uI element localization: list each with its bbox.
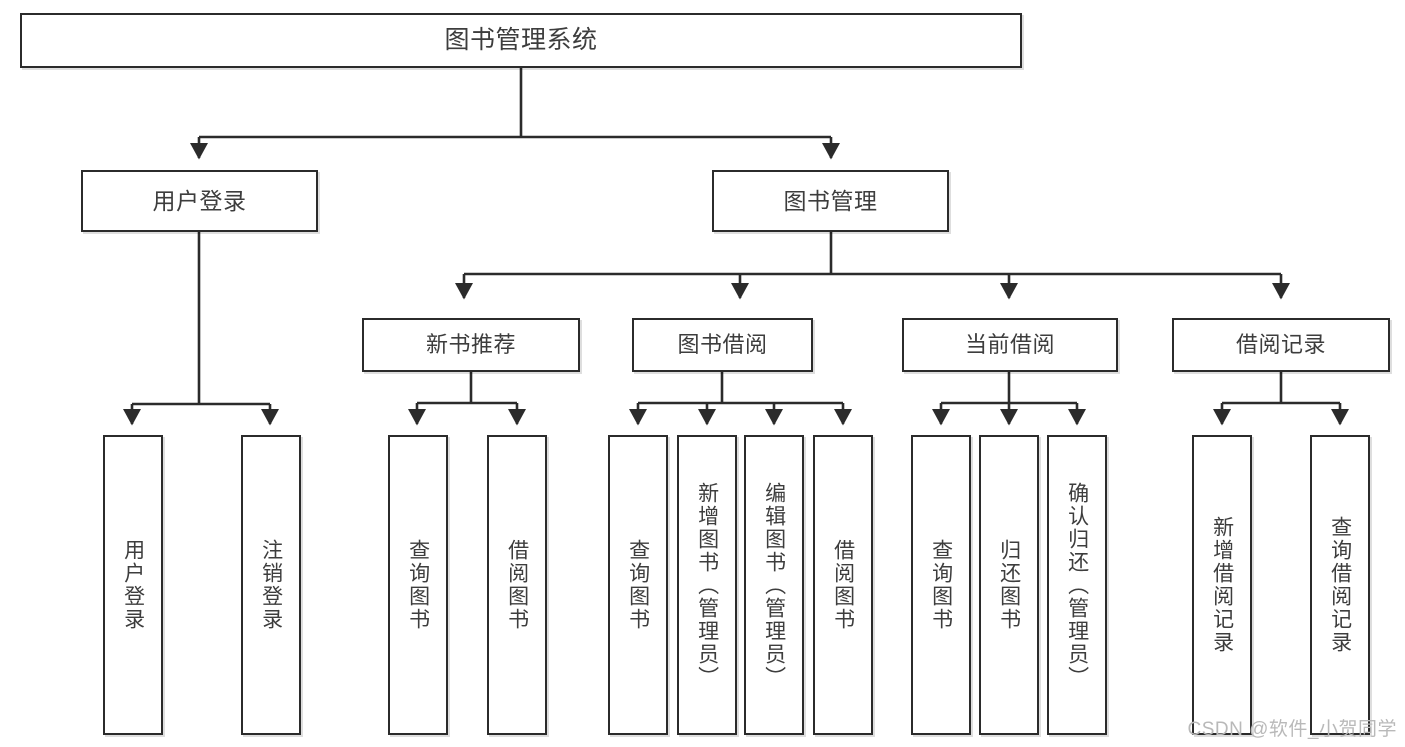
- node-current-borrow-label: 当前借阅: [964, 332, 1055, 358]
- node-leaf-logout-label: 注销登录: [259, 539, 283, 631]
- node-leaf-query-book-1[interactable]: 查询图书: [388, 435, 448, 735]
- node-leaf-edit-book-label: 编辑图书（管理员）: [762, 481, 786, 689]
- node-borrow-record-label: 借阅记录: [1235, 332, 1326, 358]
- node-leaf-query-book-1-label: 查询图书: [406, 539, 430, 631]
- node-leaf-confirm-return-label: 确认归还（管理员）: [1065, 481, 1089, 689]
- watermark: CSDN @软件_小贺同学: [1187, 719, 1397, 740]
- node-leaf-add-book[interactable]: 新增图书（管理员）: [677, 435, 737, 735]
- node-leaf-edit-book[interactable]: 编辑图书（管理员）: [744, 435, 804, 735]
- node-leaf-query-book-3[interactable]: 查询图书: [911, 435, 971, 735]
- node-leaf-borrow-book-2[interactable]: 借阅图书: [813, 435, 873, 735]
- node-root-label: 图书管理系统: [444, 26, 598, 55]
- node-leaf-query-record[interactable]: 查询借阅记录: [1310, 435, 1370, 735]
- node-leaf-confirm-return[interactable]: 确认归还（管理员）: [1047, 435, 1107, 735]
- node-new-book-recommend[interactable]: 新书推荐: [362, 318, 580, 372]
- node-leaf-user-login[interactable]: 用户登录: [103, 435, 163, 735]
- node-leaf-add-record-label: 新增借阅记录: [1210, 516, 1234, 654]
- node-user-login[interactable]: 用户登录: [81, 170, 318, 232]
- node-leaf-borrow-book-1-label: 借阅图书: [505, 539, 529, 631]
- node-leaf-query-book-3-label: 查询图书: [929, 539, 953, 631]
- node-leaf-return-book[interactable]: 归还图书: [979, 435, 1039, 735]
- node-leaf-query-book-2[interactable]: 查询图书: [608, 435, 668, 735]
- node-leaf-user-login-label: 用户登录: [121, 539, 145, 631]
- node-book-borrow-label: 图书借阅: [677, 332, 768, 358]
- node-user-login-label: 用户登录: [152, 187, 247, 214]
- node-book-management-label: 图书管理: [783, 187, 878, 214]
- node-current-borrow[interactable]: 当前借阅: [902, 318, 1118, 372]
- node-borrow-record[interactable]: 借阅记录: [1172, 318, 1390, 372]
- node-root[interactable]: 图书管理系统: [20, 13, 1022, 68]
- node-book-borrow[interactable]: 图书借阅: [632, 318, 813, 372]
- node-book-management[interactable]: 图书管理: [712, 170, 949, 232]
- node-new-book-recommend-label: 新书推荐: [425, 332, 516, 358]
- node-leaf-logout[interactable]: 注销登录: [241, 435, 301, 735]
- node-leaf-add-book-label: 新增图书（管理员）: [695, 481, 719, 689]
- node-leaf-add-record[interactable]: 新增借阅记录: [1192, 435, 1252, 735]
- node-leaf-borrow-book-1[interactable]: 借阅图书: [487, 435, 547, 735]
- node-leaf-query-book-2-label: 查询图书: [626, 539, 650, 631]
- node-leaf-return-book-label: 归还图书: [997, 539, 1021, 631]
- node-leaf-query-record-label: 查询借阅记录: [1328, 516, 1352, 654]
- node-leaf-borrow-book-2-label: 借阅图书: [831, 539, 855, 631]
